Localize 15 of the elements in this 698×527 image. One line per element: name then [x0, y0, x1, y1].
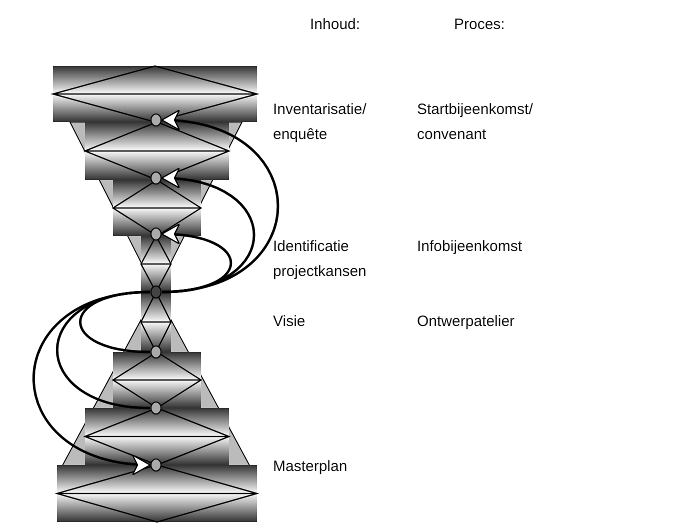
- curved-arrow: [161, 224, 232, 294]
- curved-line: [79, 290, 150, 354]
- stage-label: Masterplan: [273, 457, 348, 477]
- column-header: Inhoud:: [310, 15, 362, 35]
- stage-label: Identificatie projectkansen: [273, 237, 368, 282]
- stage-label: Visie: [273, 312, 306, 332]
- stage-label: Ontwerpatelier: [417, 312, 516, 332]
- curved-line: [56, 290, 150, 410]
- curved-arrow: [161, 111, 279, 294]
- stage-label: Inventarisatie/ enquête: [273, 100, 368, 145]
- stage-label: Infobijeenkomst: [417, 237, 524, 257]
- curved-arrow: [161, 168, 256, 294]
- curved-arrow: [32, 290, 151, 474]
- stage-label: Startbijeenkomst/ convenant: [417, 100, 534, 145]
- column-header: Proces:: [454, 15, 506, 35]
